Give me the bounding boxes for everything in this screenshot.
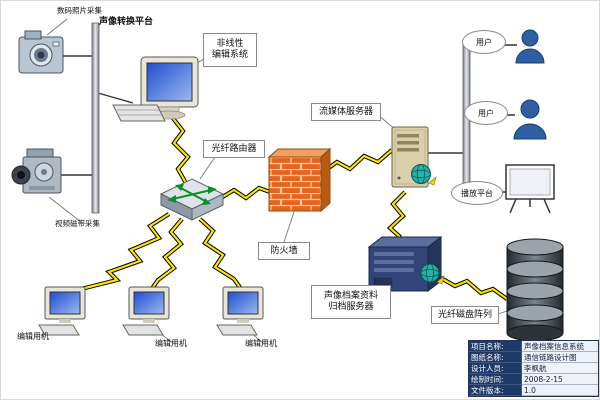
label-firewall: 防火墙 <box>258 242 310 260</box>
title-block-value: 2008-2-15 <box>522 374 598 385</box>
lightning-link-router-ws1 <box>66 212 171 295</box>
label-disk-array: 光纤磁盘阵列 <box>431 306 499 324</box>
lightning-links <box>66 115 509 301</box>
firewall-icon <box>267 147 332 213</box>
label-photo-capture: 数码照片采集 <box>57 6 102 15</box>
playback-screen-icon <box>505 164 555 214</box>
label-ws1: 编辑用机 <box>17 332 49 341</box>
title-block-value: 通信链路设计图 <box>522 352 598 363</box>
workstation-1-icon <box>38 286 86 336</box>
lightning-link-router-ws3 <box>198 217 243 291</box>
camcorder-icon <box>11 148 62 194</box>
editing-workstation-icon <box>112 56 199 122</box>
title-block-row: 项目名称: 声像档案信息系统 <box>469 341 598 352</box>
title-block-key: 图纸名称: <box>469 352 522 363</box>
label-ws3: 编辑用机 <box>245 339 277 348</box>
camera-icon <box>18 30 64 74</box>
label-fiber-router: 光纤路由器 <box>203 140 265 158</box>
label-archive-line1: 声像档案资料 <box>323 291 378 302</box>
title-block-row: 绘制时间: 2008-2-15 <box>469 374 598 385</box>
lightning-link-firewall-mediaserver <box>321 148 394 174</box>
label-video-capture: 视频磁带采集 <box>55 219 100 228</box>
label-media-server: 流媒体服务器 <box>311 103 381 121</box>
title-block-key: 绘制时间: <box>469 374 522 385</box>
label-user-top: 用户 <box>462 30 506 54</box>
label-user-mid: 用户 <box>464 101 508 125</box>
person-icon-top <box>515 29 545 64</box>
label-nle-line2: 编辑系统 <box>211 50 248 60</box>
media-server-icon <box>391 126 437 188</box>
disk-array-icon <box>506 238 564 342</box>
label-archive-line2: 归档服务器 <box>328 302 374 312</box>
workstation-2-icon <box>122 286 170 336</box>
title-block-row: 设计人员: 李枫航 <box>469 363 598 374</box>
router-icon <box>159 178 225 221</box>
archive-server-icon <box>367 235 445 293</box>
lightning-link-router-ws2 <box>149 217 184 292</box>
title-block-row: 图纸名称: 通信链路设计图 <box>469 352 598 363</box>
lightning-link-archive-diskarray <box>439 276 509 301</box>
left-bus-bar <box>91 22 100 214</box>
title-block-value: 1.0 <box>522 385 598 396</box>
title-block-row: 文件版本: 1.0 <box>469 385 598 396</box>
lightning-link-router-firewall <box>219 185 271 201</box>
title-block: 项目名称: 声像档案信息系统 图纸名称: 通信链路设计图 设计人员: 李枫航 绘… <box>468 340 599 397</box>
label-ws2: 编辑用机 <box>155 339 187 348</box>
title-block-value: 李枫航 <box>522 363 598 374</box>
person-icon-mid <box>513 99 547 140</box>
title-block-key: 文件版本: <box>469 385 522 396</box>
label-archive-server: 声像档案资料 归档服务器 <box>311 285 391 319</box>
label-playback-platform: 播放平台 <box>451 181 503 205</box>
label-nle-system: 非线性 编辑系统 <box>203 33 257 67</box>
lightning-link-router-editor <box>170 115 191 187</box>
title-block-key: 设计人员: <box>469 363 522 374</box>
label-nle-line1: 非线性 <box>216 39 244 50</box>
title-block-key: 项目名称: <box>469 341 522 352</box>
label-av-platform: 声像转换平台 <box>99 17 154 27</box>
workstation-3-icon <box>216 286 264 336</box>
title-block-value: 声像档案信息系统 <box>522 341 598 352</box>
